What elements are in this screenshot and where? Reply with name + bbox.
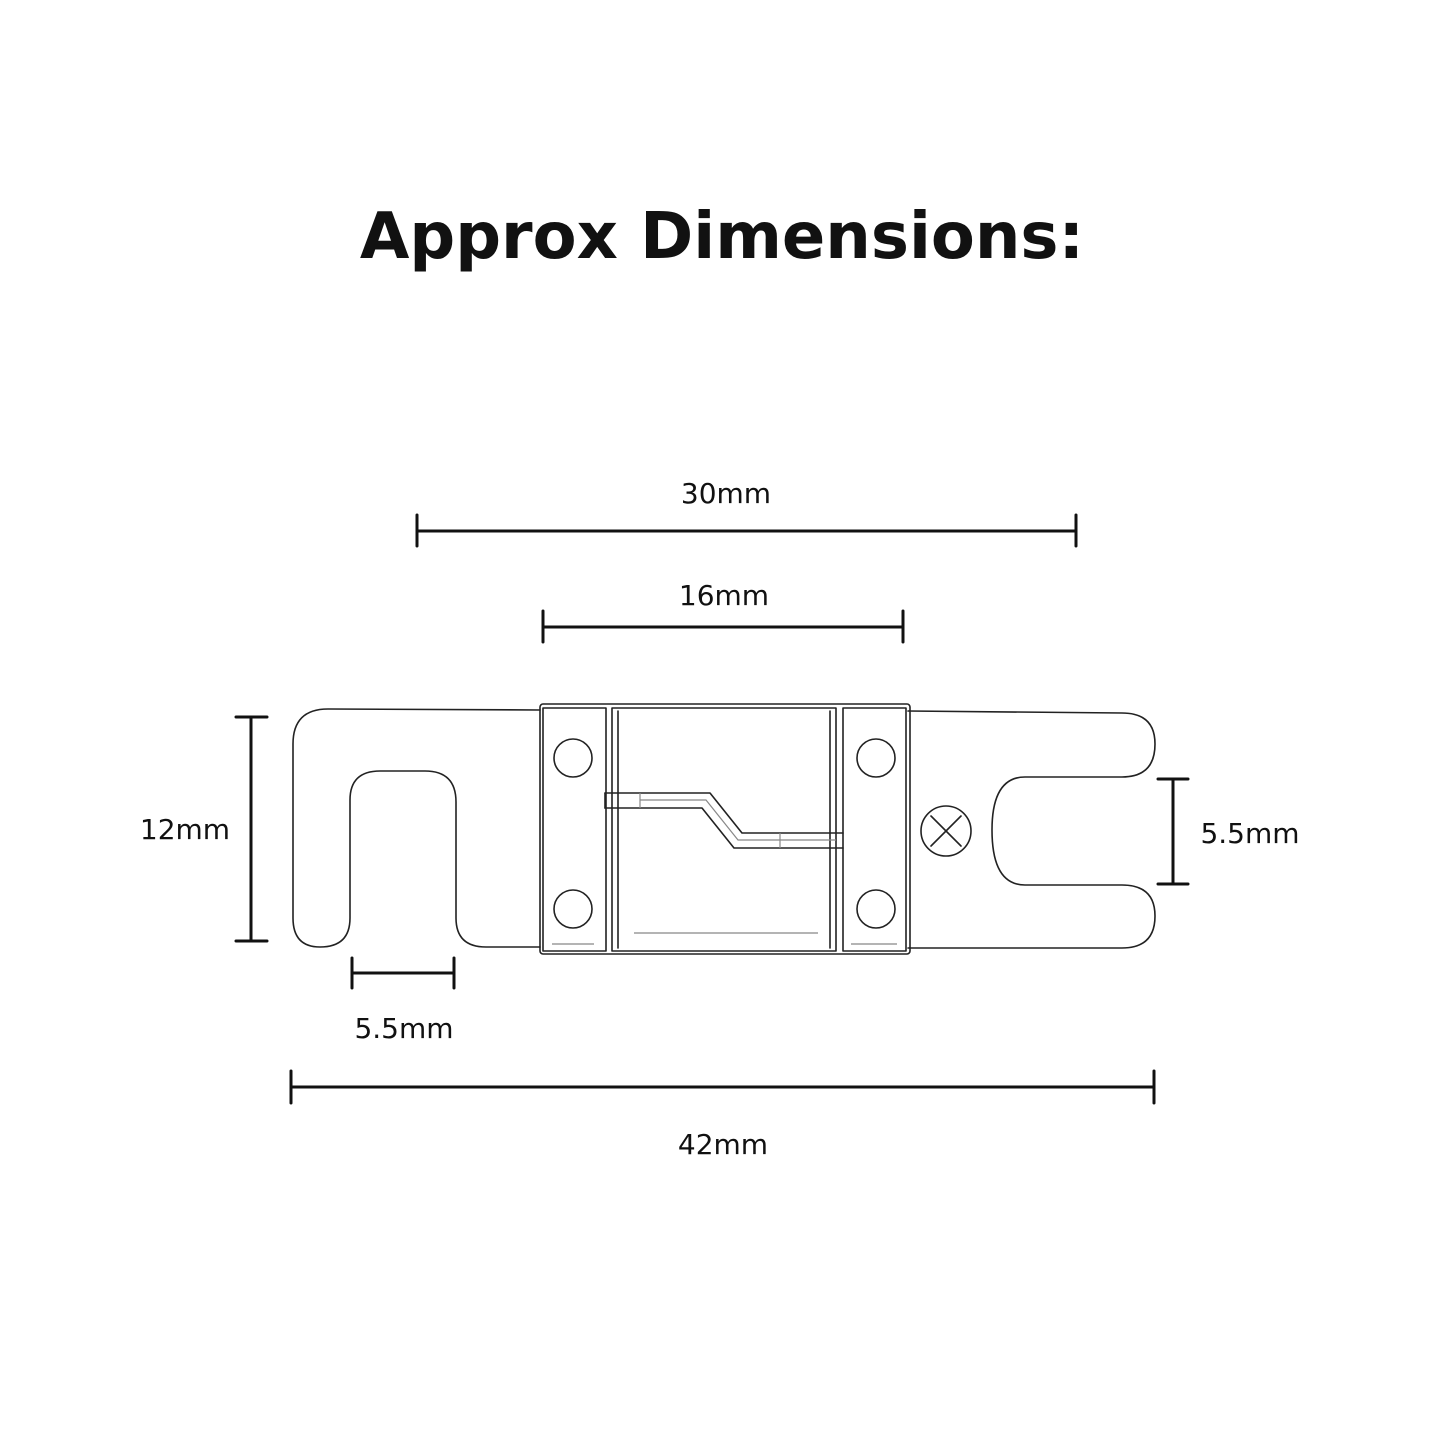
mounting-hole-icon-top-left (553, 738, 593, 778)
mounting-hole-icon-bottom-left (553, 889, 593, 929)
label-body-length: 30mm (681, 477, 771, 510)
left-end-cap (542, 707, 607, 952)
dimension-body-width: 16mm (541, 579, 905, 644)
right-terminal-blade (907, 710, 1156, 949)
dimension-total-length: 42mm (289, 1069, 1156, 1161)
right-end-cap (842, 707, 907, 952)
dimension-slot-right: 5.5mm (1156, 777, 1300, 886)
label-body-width: 16mm (679, 579, 769, 612)
dimension-slot-left: 5.5mm (350, 956, 456, 1045)
dimension-body-length: 30mm (415, 477, 1078, 548)
fuse-body-frame (539, 703, 911, 955)
fuse-element (604, 792, 844, 849)
label-slot-right: 5.5mm (1200, 817, 1299, 850)
label-height: 12mm (140, 813, 230, 846)
label-slot-left: 5.5mm (354, 1012, 453, 1045)
page-title: Approx Dimensions: (360, 200, 1084, 274)
left-terminal-blade (292, 708, 541, 948)
mounting-hole-icon-top-right (856, 738, 896, 778)
label-total-length: 42mm (678, 1128, 768, 1161)
circle-x-icon (920, 805, 972, 857)
fuse-drawing (292, 703, 1156, 955)
dimension-height: 12mm (140, 715, 269, 943)
fuse-window (611, 707, 837, 952)
mounting-hole-icon-bottom-right (856, 889, 896, 929)
